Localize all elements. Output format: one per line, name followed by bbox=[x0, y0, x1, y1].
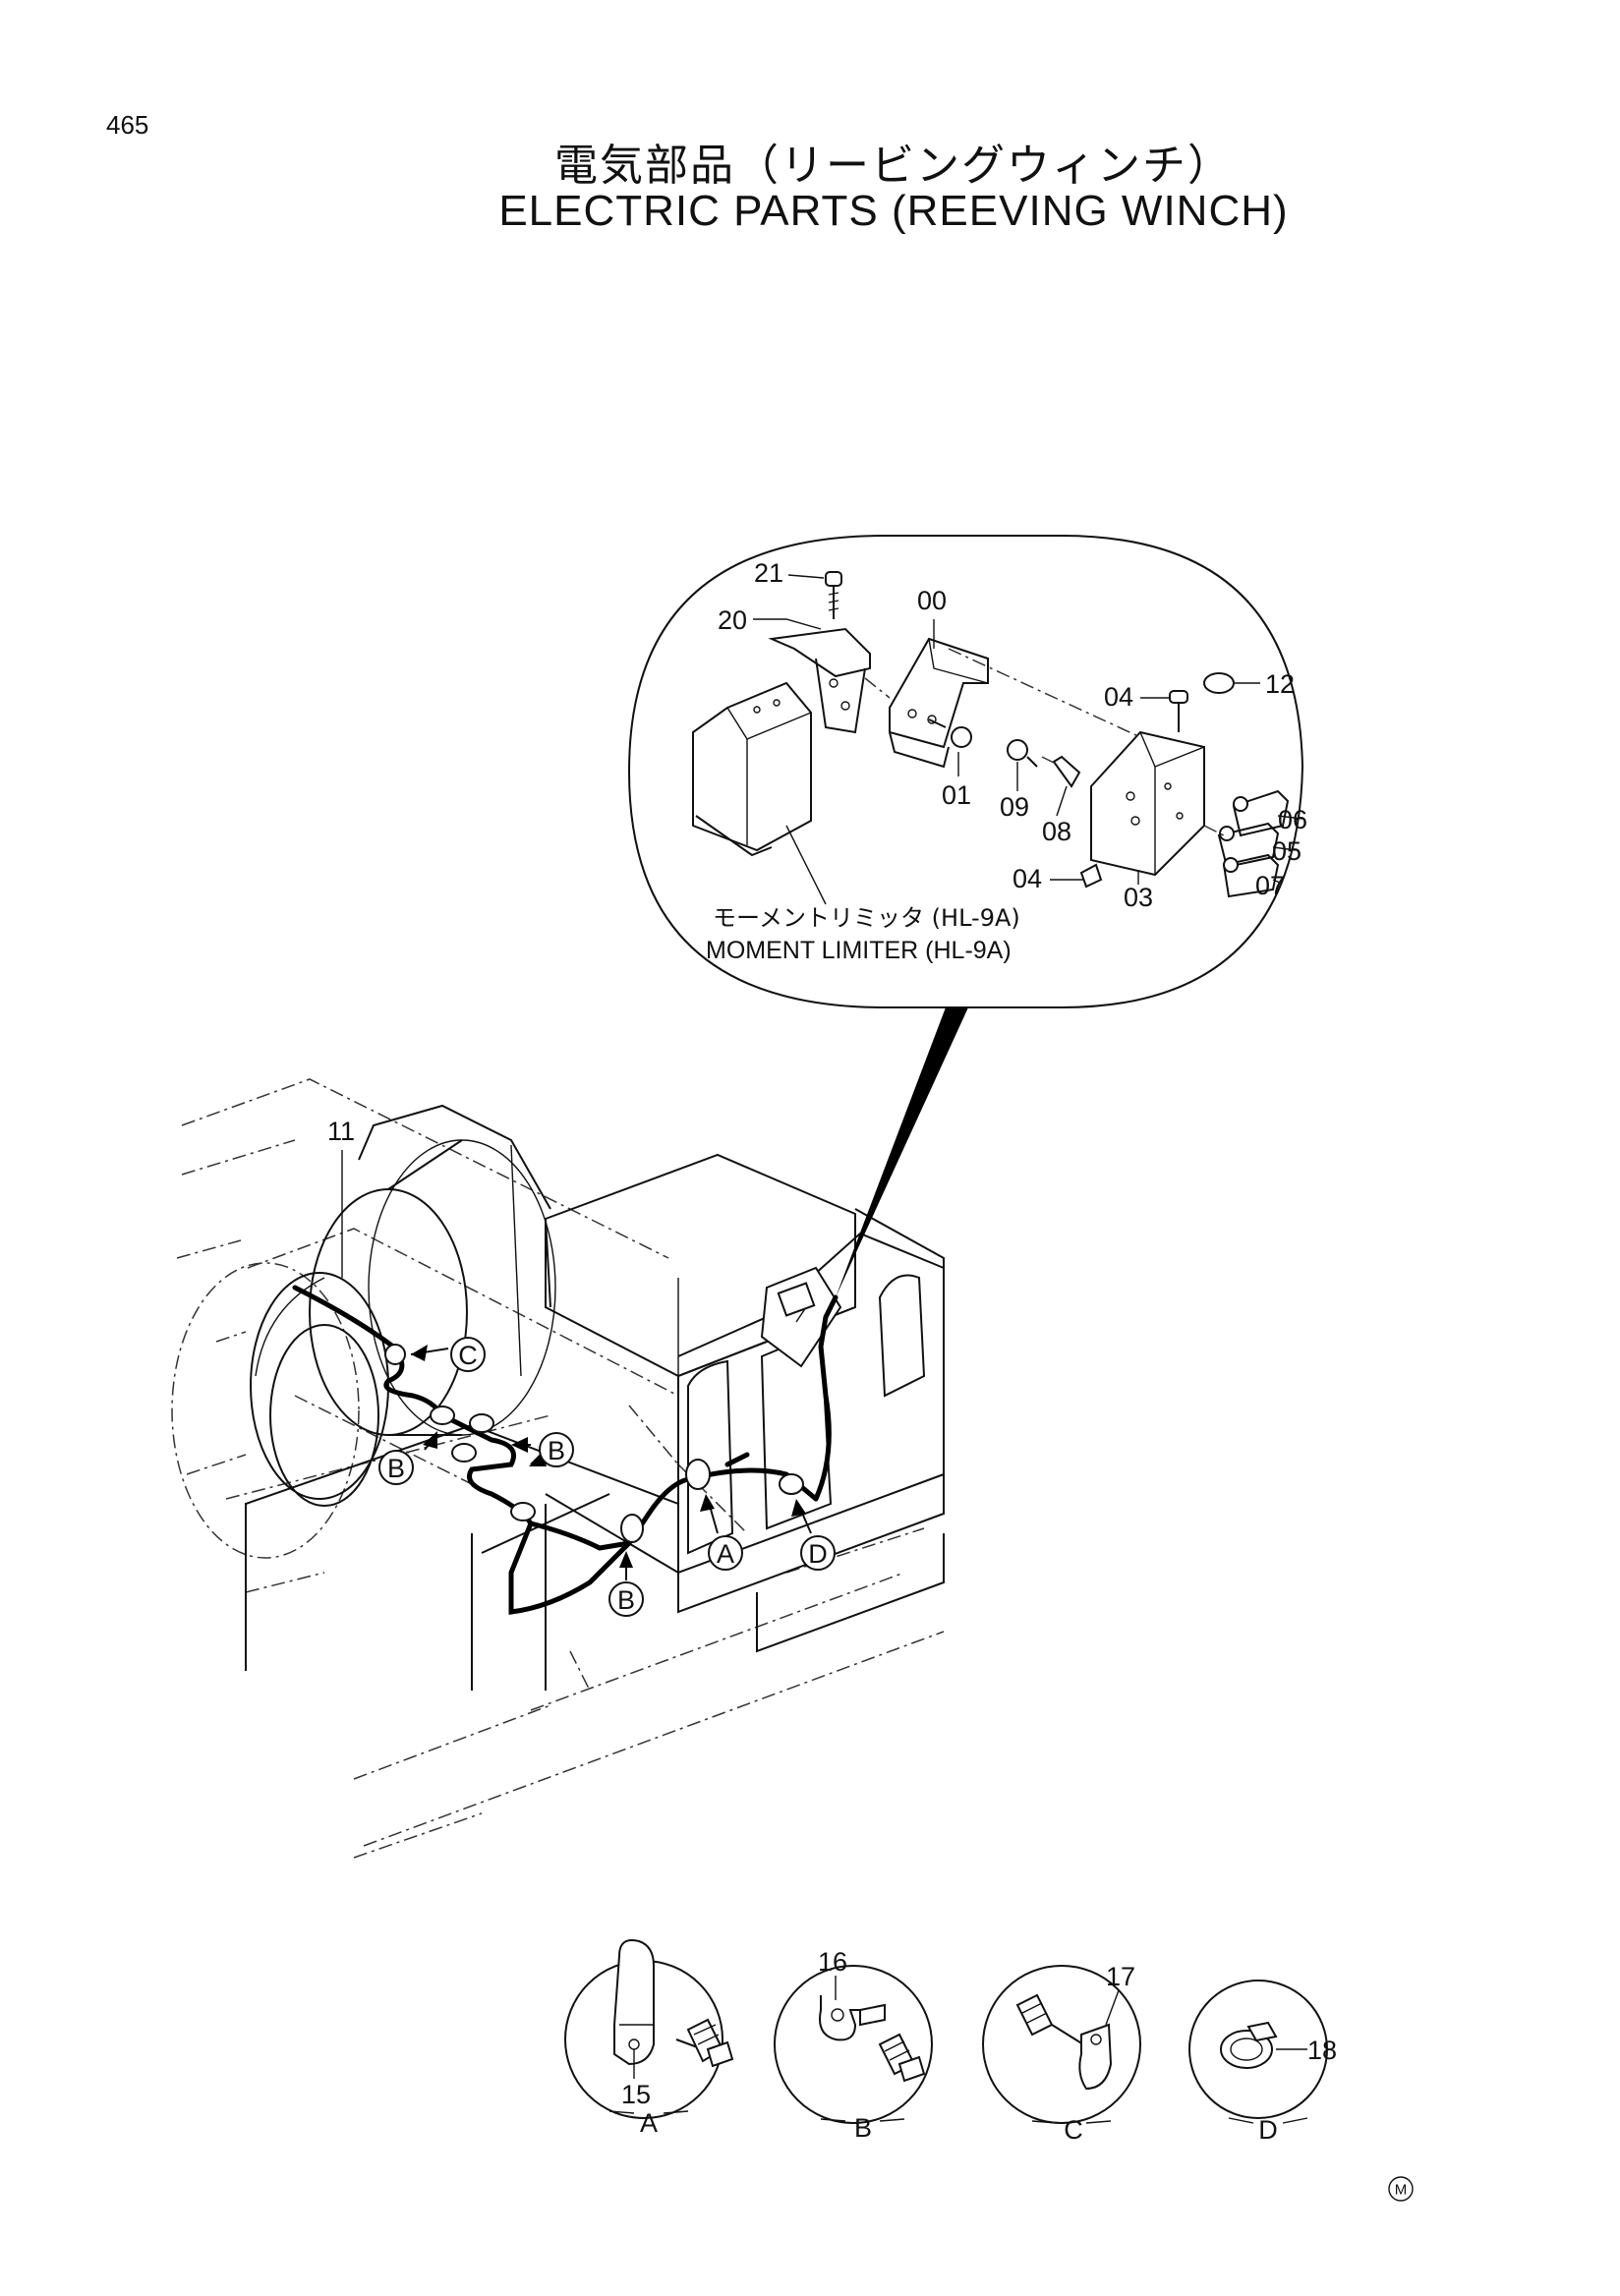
part-label-06: 06 bbox=[1278, 805, 1307, 834]
m-mark: M bbox=[1388, 2176, 1414, 2202]
caption-english: MOMENT LIMITER (HL-9A) bbox=[706, 937, 1012, 964]
inset-a: 15 A bbox=[564, 1939, 734, 2138]
part-label-20: 20 bbox=[718, 605, 747, 635]
machine-main-view: 11 C B B B A D bbox=[171, 1007, 968, 1859]
callout-b2: B bbox=[548, 1436, 565, 1465]
moment-limiter-detail: 21 20 00 01 09 08 04 12 06 05 07 03 04 モ… bbox=[627, 535, 1307, 1008]
callout-b1: B bbox=[387, 1454, 405, 1483]
page-number: 465 bbox=[106, 110, 149, 140]
title-english: ELECTRIC PARTS (REEVING WINCH) bbox=[498, 187, 1289, 235]
part-label-12: 12 bbox=[1265, 669, 1295, 699]
inset-b-letter: B bbox=[854, 2113, 872, 2143]
callout-b3: B bbox=[617, 1585, 635, 1615]
part-label-04-upper: 04 bbox=[1104, 682, 1133, 712]
m-mark-letter: M bbox=[1395, 2182, 1408, 2199]
callout-a: A bbox=[717, 1539, 734, 1569]
part-label-00: 00 bbox=[917, 586, 947, 615]
inset-c: 17 C bbox=[982, 1962, 1141, 2145]
part-label-01: 01 bbox=[942, 780, 971, 810]
part-label-03: 03 bbox=[1124, 883, 1153, 912]
caption-japanese: モーメントリミッタ (HL-9A) bbox=[713, 904, 1020, 932]
main-part-label: 11 bbox=[327, 1117, 355, 1146]
part-label-07: 07 bbox=[1255, 871, 1285, 900]
inset-c-letter: C bbox=[1064, 2115, 1083, 2145]
inset-a-letter: A bbox=[640, 2108, 658, 2138]
inset-b-part: 16 bbox=[818, 1947, 847, 1977]
part-label-09: 09 bbox=[1000, 792, 1029, 822]
inset-c-part: 17 bbox=[1106, 1962, 1135, 1991]
callout-c: C bbox=[458, 1341, 478, 1370]
inset-d-part: 18 bbox=[1307, 2036, 1337, 2065]
part-label-21: 21 bbox=[754, 558, 783, 588]
part-label-04-lower: 04 bbox=[1012, 864, 1042, 893]
inset-d: 18 D bbox=[1188, 1980, 1337, 2145]
title-japanese: 電気部品（リービングウィンチ） bbox=[554, 141, 1233, 191]
inset-d-letter: D bbox=[1258, 2115, 1278, 2145]
inset-a-part: 15 bbox=[621, 2080, 651, 2109]
part-label-05: 05 bbox=[1272, 836, 1302, 866]
part-label-08: 08 bbox=[1042, 817, 1071, 846]
callout-d: D bbox=[808, 1539, 828, 1569]
inset-b: 16 B bbox=[774, 1947, 933, 2143]
